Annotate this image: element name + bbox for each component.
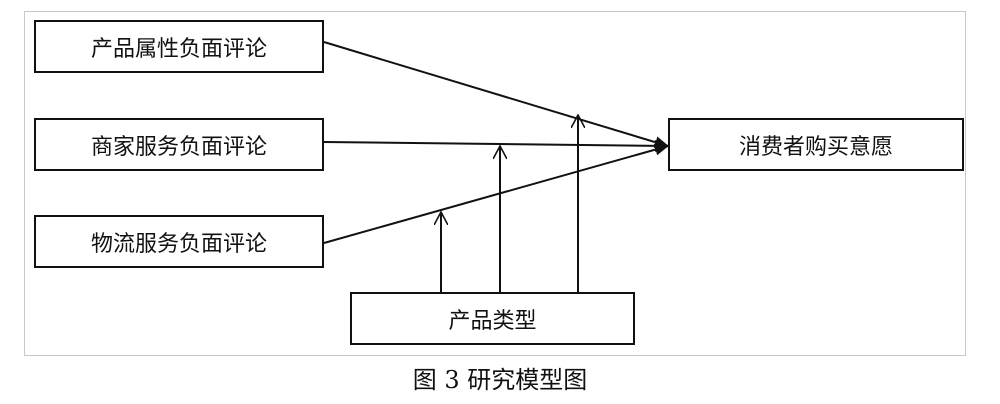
node-logistics-service-negative-review: 物流服务负面评论	[34, 215, 324, 268]
figure-caption: 图 3 研究模型图	[412, 366, 588, 394]
arrow-merchant-service-to-intention	[323, 139, 669, 152]
node-label: 商家服务负面评论	[90, 134, 267, 160]
arrow-product-attr-to-intention	[323, 41, 669, 148]
node-merchant-service-negative-review: 商家服务负面评论	[34, 118, 324, 171]
node-label: 物流服务负面评论	[90, 231, 267, 257]
arrow-logistics-service-to-intention	[323, 143, 669, 244]
node-consumer-purchase-intention: 消费者购买意愿	[668, 118, 964, 171]
node-product-attribute-negative-review: 产品属性负面评论	[34, 20, 324, 73]
node-label: 消费者购买意愿	[738, 134, 893, 160]
node-product-type: 产品类型	[350, 292, 635, 345]
node-label: 产品属性负面评论	[90, 36, 267, 62]
diagram-frame	[24, 11, 966, 356]
node-label: 产品类型	[448, 308, 537, 334]
